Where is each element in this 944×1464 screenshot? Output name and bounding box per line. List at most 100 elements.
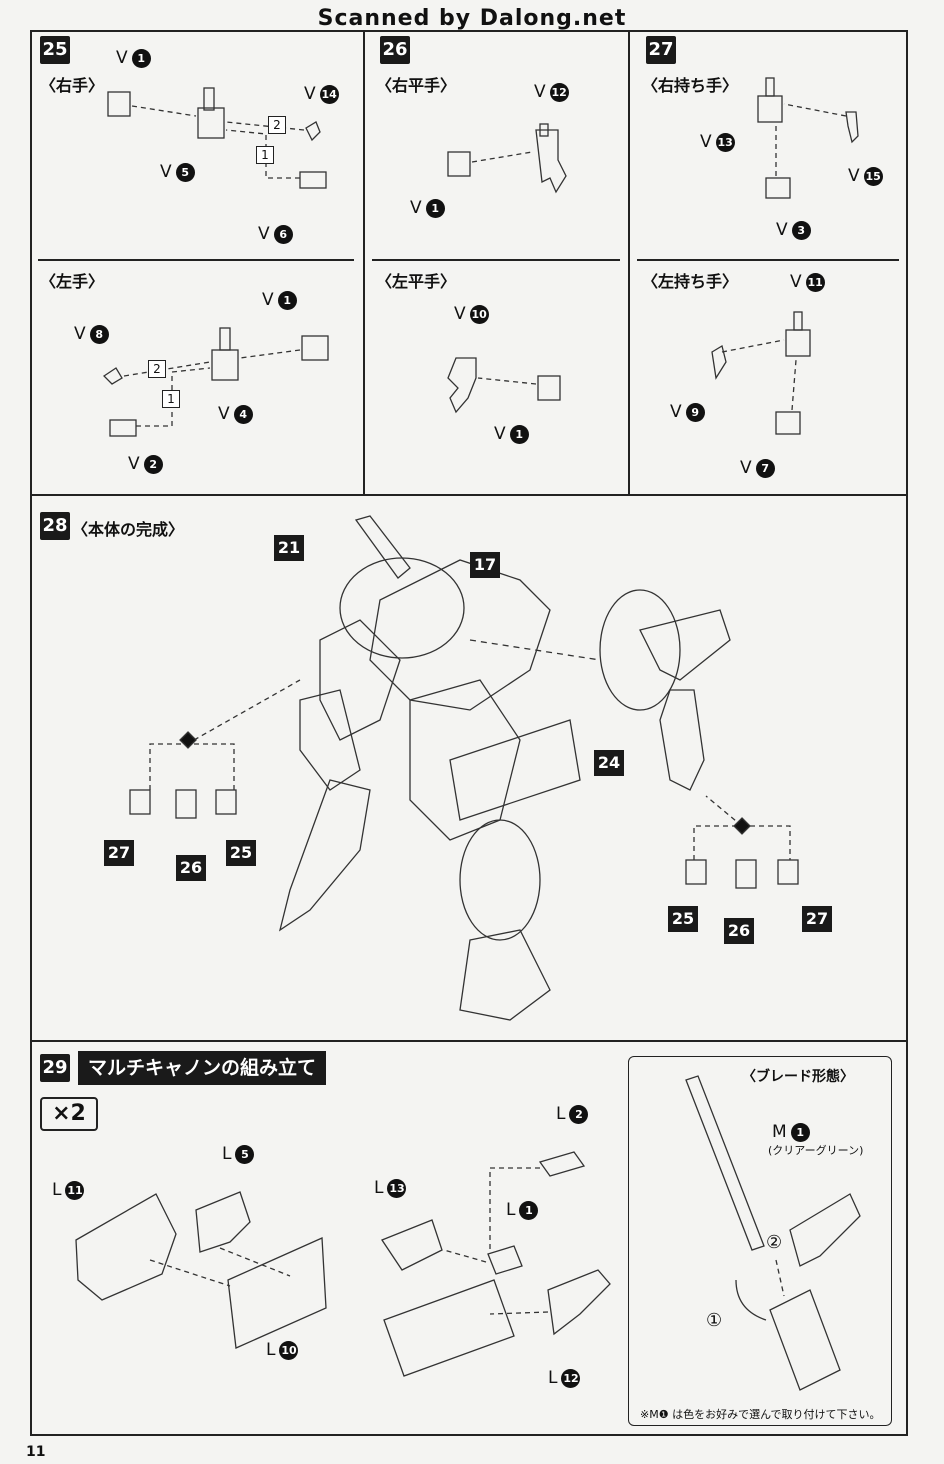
guide-line (775, 103, 847, 176)
part-drawing (777, 859, 799, 885)
part-drawing (102, 367, 123, 385)
part-drawing (685, 859, 707, 885)
part-drawing (789, 1193, 861, 1267)
part-drawing (129, 789, 151, 815)
robot-drawing (278, 515, 731, 1021)
guide-line (471, 151, 533, 163)
order-marker: 2 (148, 360, 166, 378)
part-drawing (765, 77, 775, 97)
part-drawing (219, 327, 231, 351)
guide-line (149, 1247, 291, 1287)
part-drawing (539, 123, 549, 137)
page-number: 11 (26, 1444, 46, 1460)
assembly-tag-21: 21 (274, 535, 304, 561)
step-circle-one: ① (706, 1310, 723, 1331)
part-drawing (757, 95, 783, 123)
step-27-left-label: 〈左持ち手〉 (642, 272, 739, 291)
diamond-icon (179, 731, 751, 835)
part-drawing (215, 789, 237, 815)
blade-mode-title: 〈ブレード形態〉 (742, 1069, 854, 1085)
guide-line (775, 1259, 785, 1297)
assembly-tag-26: 26 (724, 918, 754, 944)
guide-line (443, 1167, 549, 1315)
assembly-tag-17: 17 (470, 552, 500, 578)
part-drawing (107, 91, 131, 117)
quantity-multiplier: ×2 (40, 1097, 98, 1131)
assembly-tag-24: 24 (594, 750, 624, 776)
guide-line (149, 679, 301, 790)
part-drawing (785, 329, 811, 357)
part-drawing (305, 121, 321, 142)
part-drawing (769, 1289, 841, 1391)
scan-header: Scanned by Dalong.net (317, 6, 627, 31)
part-drawing (75, 1193, 177, 1301)
part-drawing (735, 859, 757, 889)
part-drawing (381, 1219, 443, 1271)
divider (38, 259, 354, 261)
part-drawing (447, 151, 471, 177)
step-26-left-label: 〈左平手〉 (376, 272, 457, 291)
part-drawing (793, 311, 803, 331)
assembly-tag-25: 25 (226, 840, 256, 866)
part-drawing (537, 375, 561, 401)
assembly-tag-27: 27 (104, 840, 134, 866)
part-drawing (711, 344, 727, 380)
assembly-tag-26: 26 (176, 855, 206, 881)
step-25-right-label: 〈右手〉 (40, 76, 105, 95)
part-drawing (195, 1191, 251, 1253)
part-drawing (227, 1237, 327, 1349)
part-drawing (535, 129, 567, 194)
step-29-title: マルチキャノンの組み立て (78, 1051, 327, 1085)
assembly-tag-27: 27 (802, 906, 832, 932)
part-drawing (383, 1279, 515, 1377)
part-drawing (211, 349, 239, 381)
step-25-left-label: 〈左手〉 (40, 272, 105, 291)
part-drawing (109, 419, 137, 437)
step-27-number: 27 (646, 36, 676, 64)
step-26-right-label: 〈右平手〉 (376, 76, 457, 95)
blade-part-drawing (685, 1075, 765, 1251)
divider (363, 30, 365, 496)
order-marker: 1 (162, 390, 180, 408)
part-drawing (203, 87, 215, 111)
divider (637, 259, 899, 261)
part-drawing (845, 111, 859, 144)
step-28-title: 〈本体の完成〉 (72, 520, 185, 539)
blade-note: ※M❶ は色をお好みで選んで取り付けて下さい。 (640, 1408, 881, 1421)
part-drawing (538, 1151, 586, 1177)
part-drawing (547, 1269, 611, 1336)
order-marker: 1 (256, 146, 274, 164)
blade-mode-box (628, 1056, 892, 1426)
part-drawing (175, 789, 197, 819)
assembly-tag-25: 25 (668, 906, 698, 932)
step-circle-two: ② (766, 1232, 783, 1253)
step-29-panel (30, 1040, 908, 1436)
part-drawing (487, 1245, 523, 1275)
divider (372, 259, 620, 261)
part-drawing (775, 411, 801, 435)
part-drawing (765, 177, 791, 199)
